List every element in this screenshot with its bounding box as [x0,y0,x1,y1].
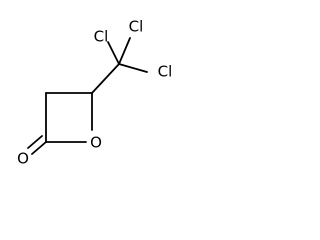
atom-oxygen-carbonyl: O [17,150,29,168]
bond-ccl3-cl-top [118,37,131,65]
atom-cl-right: Cl [158,63,173,81]
bond-c5-ccl3 [91,63,120,94]
bond-ccl3-cl-left [107,41,120,65]
atom-oxygen-ring: O [90,134,102,152]
bond-carbonyl-outer [31,141,47,155]
structure-canvas: Cl Cl Cl O O [0,0,182,182]
bond-ccl3-cl-right [118,63,148,73]
atom-cl-top: Cl [129,18,144,36]
atom-cl-left: Cl [94,28,109,46]
molecule-diagram: Cl Cl Cl O O [17,18,173,168]
bond-carbonyl-inner [27,135,43,149]
